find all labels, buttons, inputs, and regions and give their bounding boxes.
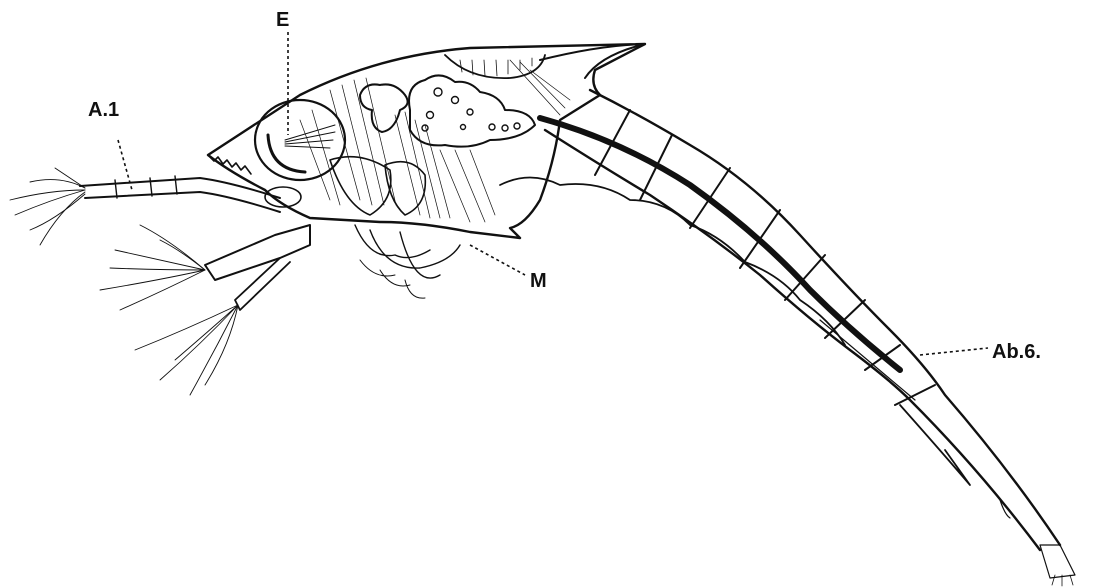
antenna — [99, 224, 311, 396]
compound-eye — [253, 98, 347, 208]
abdomen — [499, 88, 1076, 587]
label-antennule: A.1 — [88, 99, 119, 121]
antennule — [9, 167, 281, 246]
label-eye: E — [276, 9, 289, 31]
label-mandible: M — [530, 270, 547, 292]
antennule-leader — [117, 139, 133, 191]
mandible-leader — [469, 244, 526, 276]
thoracic-appendages — [329, 155, 461, 299]
abdominal-segment-leader — [919, 347, 989, 356]
label-sixth-abdominal-segment: Ab.6. — [992, 341, 1041, 363]
carapace — [206, 42, 647, 240]
